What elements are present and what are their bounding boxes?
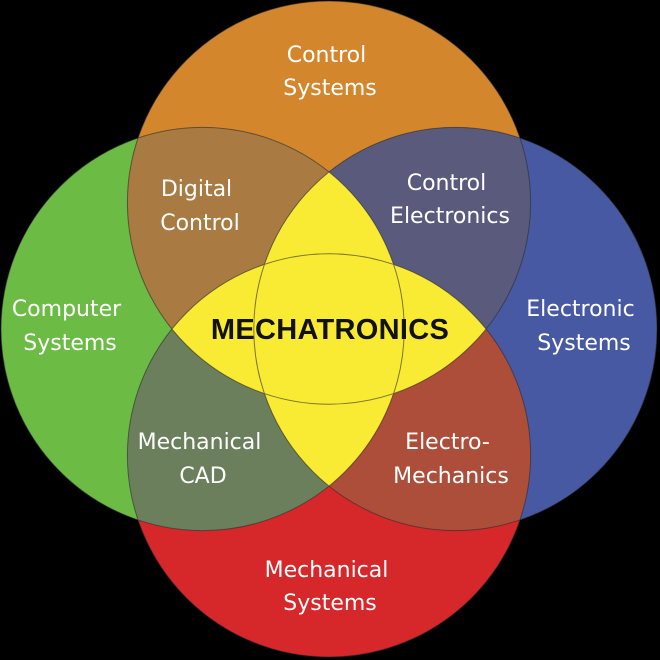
label-digital-control: Digital Control — [160, 177, 240, 236]
label-computer-systems: Computer Systems — [12, 297, 128, 356]
label-electro-mechanics: Electro- Mechanics — [393, 430, 509, 489]
label-control-electronics: Control Electronics — [390, 171, 510, 229]
label-electronic-systems: Electronic Systems — [526, 297, 641, 356]
label-mechanical-systems: Mechanical Systems — [265, 558, 396, 616]
label-control-systems: Control Systems — [283, 43, 377, 101]
center-mechatronics-region — [253, 127, 405, 531]
center-mechatronics-region-2 — [127, 253, 531, 405]
label-mechanical-cad: Mechanical CAD — [138, 430, 269, 489]
label-mechatronics: MECHATRONICS — [211, 314, 449, 346]
